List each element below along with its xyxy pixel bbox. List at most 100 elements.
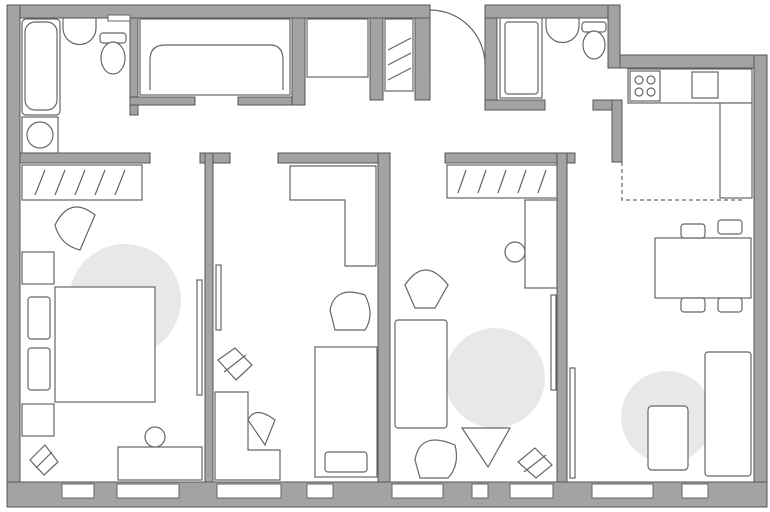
chair [717, 297, 743, 313]
bathroom-2 [499, 17, 607, 99]
wall-bath1-right [129, 17, 139, 116]
sofa [394, 319, 448, 429]
wall-kitchen-left [611, 99, 623, 163]
kitchen-boundary [621, 162, 745, 201]
chair [680, 223, 706, 239]
burner [646, 75, 656, 85]
corner-wardrobe [289, 165, 377, 267]
ottoman [647, 405, 689, 471]
wall-top-right [484, 4, 621, 19]
wall-bath2-bottom [484, 99, 546, 111]
toilet-icon [100, 41, 126, 75]
storage [306, 18, 369, 78]
doors [196, 9, 745, 479]
wall-closet-d [369, 17, 384, 101]
sliding-door [569, 367, 576, 479]
wall-closet-e [414, 17, 431, 101]
wall-top-kitchen [619, 54, 768, 69]
wall-left [6, 4, 21, 508]
window [306, 483, 334, 499]
window [216, 483, 282, 499]
pillow [27, 347, 51, 391]
toilet-icon [582, 30, 606, 60]
wall-h3 [277, 152, 391, 164]
kitchen [627, 68, 753, 477]
dining-table [654, 237, 752, 299]
coffee-table [460, 427, 512, 469]
corner-desk [214, 391, 281, 481]
plant-icon [517, 447, 553, 479]
vent [107, 14, 131, 22]
wall-closet-b [237, 96, 301, 106]
countertop-side [719, 102, 753, 199]
chair-icon [144, 426, 166, 448]
window [116, 483, 180, 499]
wall-h2 [199, 152, 231, 164]
desk [117, 446, 203, 481]
sink-icon [545, 17, 580, 44]
desk [524, 199, 558, 289]
wall-right [753, 54, 768, 508]
window [591, 483, 654, 499]
sliding-door [215, 264, 222, 331]
wall-top-left [6, 4, 431, 19]
wall-bath2-left [484, 17, 498, 111]
window [391, 483, 444, 499]
pillow [324, 451, 368, 473]
closet-rail [149, 44, 284, 90]
nightstand [21, 403, 55, 437]
sliding-door [550, 294, 557, 391]
rugs [69, 244, 713, 463]
shower-inner [504, 21, 539, 95]
washer-drum [26, 121, 54, 149]
rug-living [445, 328, 545, 428]
plant-icon [217, 347, 253, 381]
burner [646, 87, 656, 97]
sliding-door [196, 279, 203, 396]
chair [717, 219, 743, 235]
window [61, 483, 95, 499]
armchair-icon [414, 439, 458, 479]
windows [61, 14, 709, 499]
wardrobe [384, 18, 414, 92]
chair-icon [247, 411, 276, 447]
nightstand [21, 251, 55, 285]
hangers [457, 169, 547, 194]
wall-step [607, 4, 621, 69]
hangers [34, 169, 126, 196]
sink-icon [62, 17, 97, 46]
closets [139, 18, 414, 96]
armchair-icon [404, 269, 449, 309]
bed-icon [54, 286, 156, 403]
wall-v3 [556, 152, 568, 483]
hangers [387, 37, 412, 81]
armchair-icon [329, 291, 371, 331]
entrance-door [429, 9, 486, 66]
burner [634, 75, 644, 85]
wall-h4 [444, 152, 576, 164]
chair-icon [504, 241, 526, 263]
wardrobe [21, 164, 143, 201]
living-room [394, 164, 558, 479]
pillow [27, 296, 51, 340]
bathroom-1 [21, 17, 127, 154]
burner [634, 87, 644, 97]
sofa [704, 351, 752, 477]
window [681, 483, 709, 499]
window [471, 483, 489, 499]
wall-v1 [204, 152, 214, 483]
bedroom-2 [214, 165, 378, 481]
wall-closet-c [291, 17, 306, 106]
window [509, 483, 554, 499]
kitchen-sink-icon [691, 71, 719, 99]
wall-h1 [19, 152, 151, 164]
bedroom-1 [21, 164, 203, 481]
bathtub-inner [24, 21, 58, 111]
wall-v2 [377, 152, 391, 483]
plant-icon [29, 444, 59, 476]
chair [680, 297, 706, 313]
walk-in-closet [139, 18, 291, 96]
armchair-icon [54, 206, 96, 251]
wall-closet-a [129, 96, 196, 106]
